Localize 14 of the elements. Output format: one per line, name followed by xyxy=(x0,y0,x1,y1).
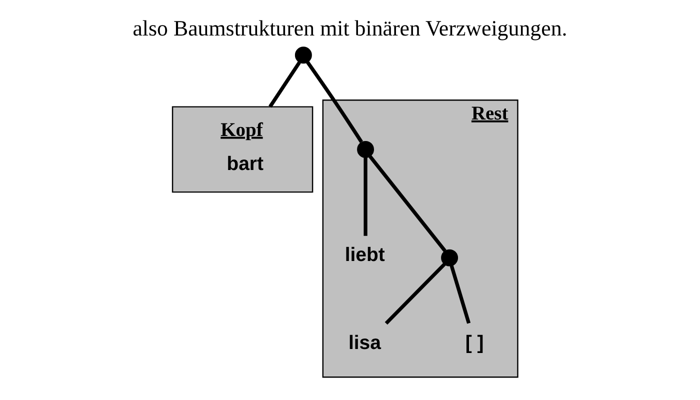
connector xyxy=(384,262,446,325)
connector xyxy=(306,60,363,143)
connector xyxy=(268,61,301,108)
connector xyxy=(364,158,368,236)
node-text: lisa xyxy=(348,332,381,354)
node-circle xyxy=(294,46,312,64)
node-circle xyxy=(357,140,374,158)
node-text: [ ] xyxy=(465,332,484,354)
connector xyxy=(368,155,446,252)
node-text: liebt xyxy=(344,244,385,266)
node-box: Kopf bart xyxy=(172,106,314,193)
diagram-title: also Baumstrukturen mit binären Verzweigungen. xyxy=(132,16,568,41)
connector xyxy=(450,265,471,324)
node-circle xyxy=(441,249,458,266)
